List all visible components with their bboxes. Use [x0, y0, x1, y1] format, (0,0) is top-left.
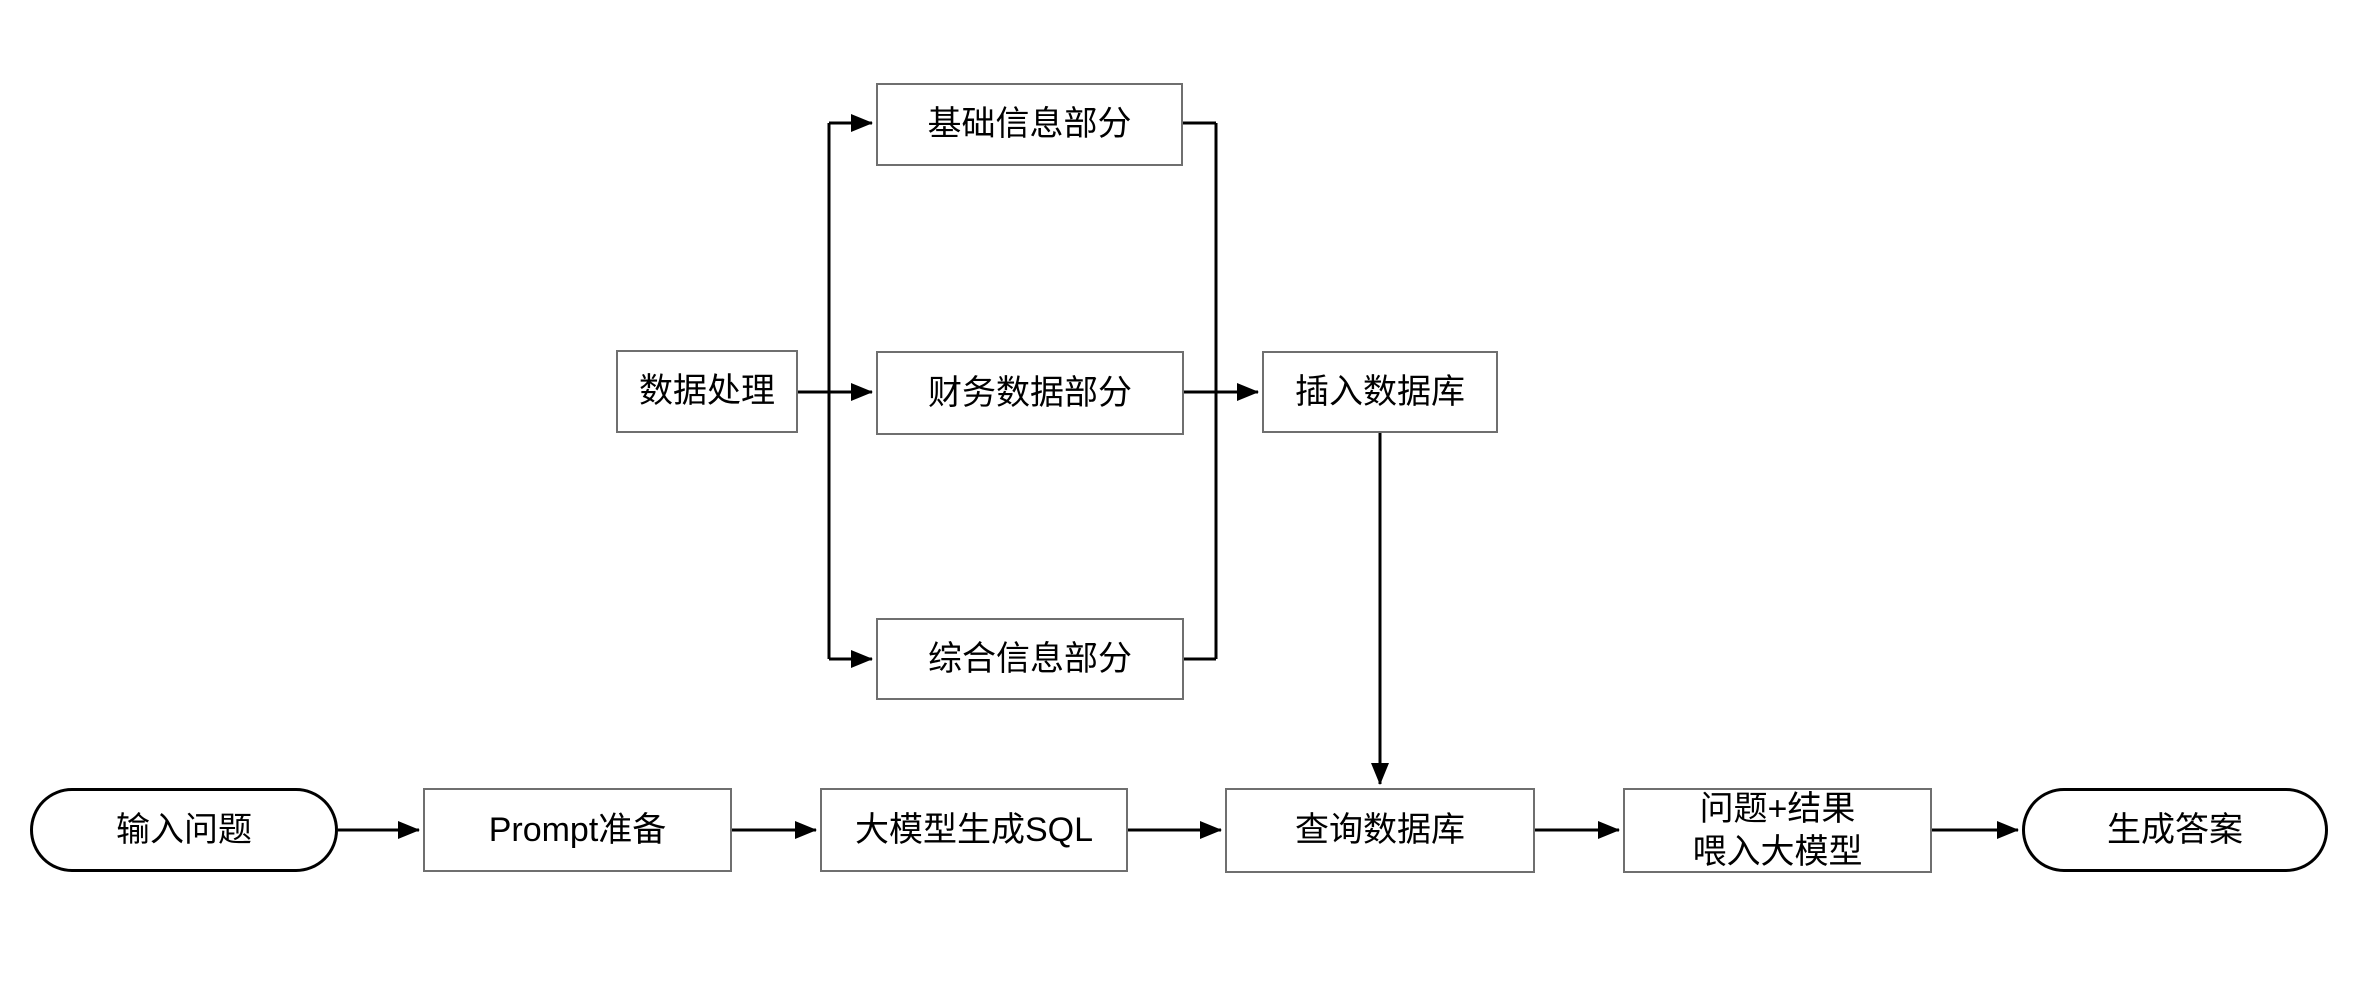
node-question-result-feed-llm: 问题+结果 喂入大模型: [1623, 788, 1932, 873]
node-prompt-preparation: Prompt准备: [423, 788, 732, 872]
node-insert-database: 插入数据库: [1262, 351, 1498, 433]
node-basic-info-part: 基础信息部分: [876, 83, 1183, 166]
node-comprehensive-info-part: 综合信息部分: [876, 618, 1184, 700]
node-financial-data-part: 财务数据部分: [876, 351, 1184, 435]
node-query-database: 查询数据库: [1225, 788, 1535, 873]
node-generate-answer: 生成答案: [2022, 788, 2328, 872]
node-llm-generate-sql: 大模型生成SQL: [820, 788, 1128, 872]
node-data-processing: 数据处理: [616, 350, 798, 433]
node-input-question: 输入问题: [30, 788, 338, 872]
